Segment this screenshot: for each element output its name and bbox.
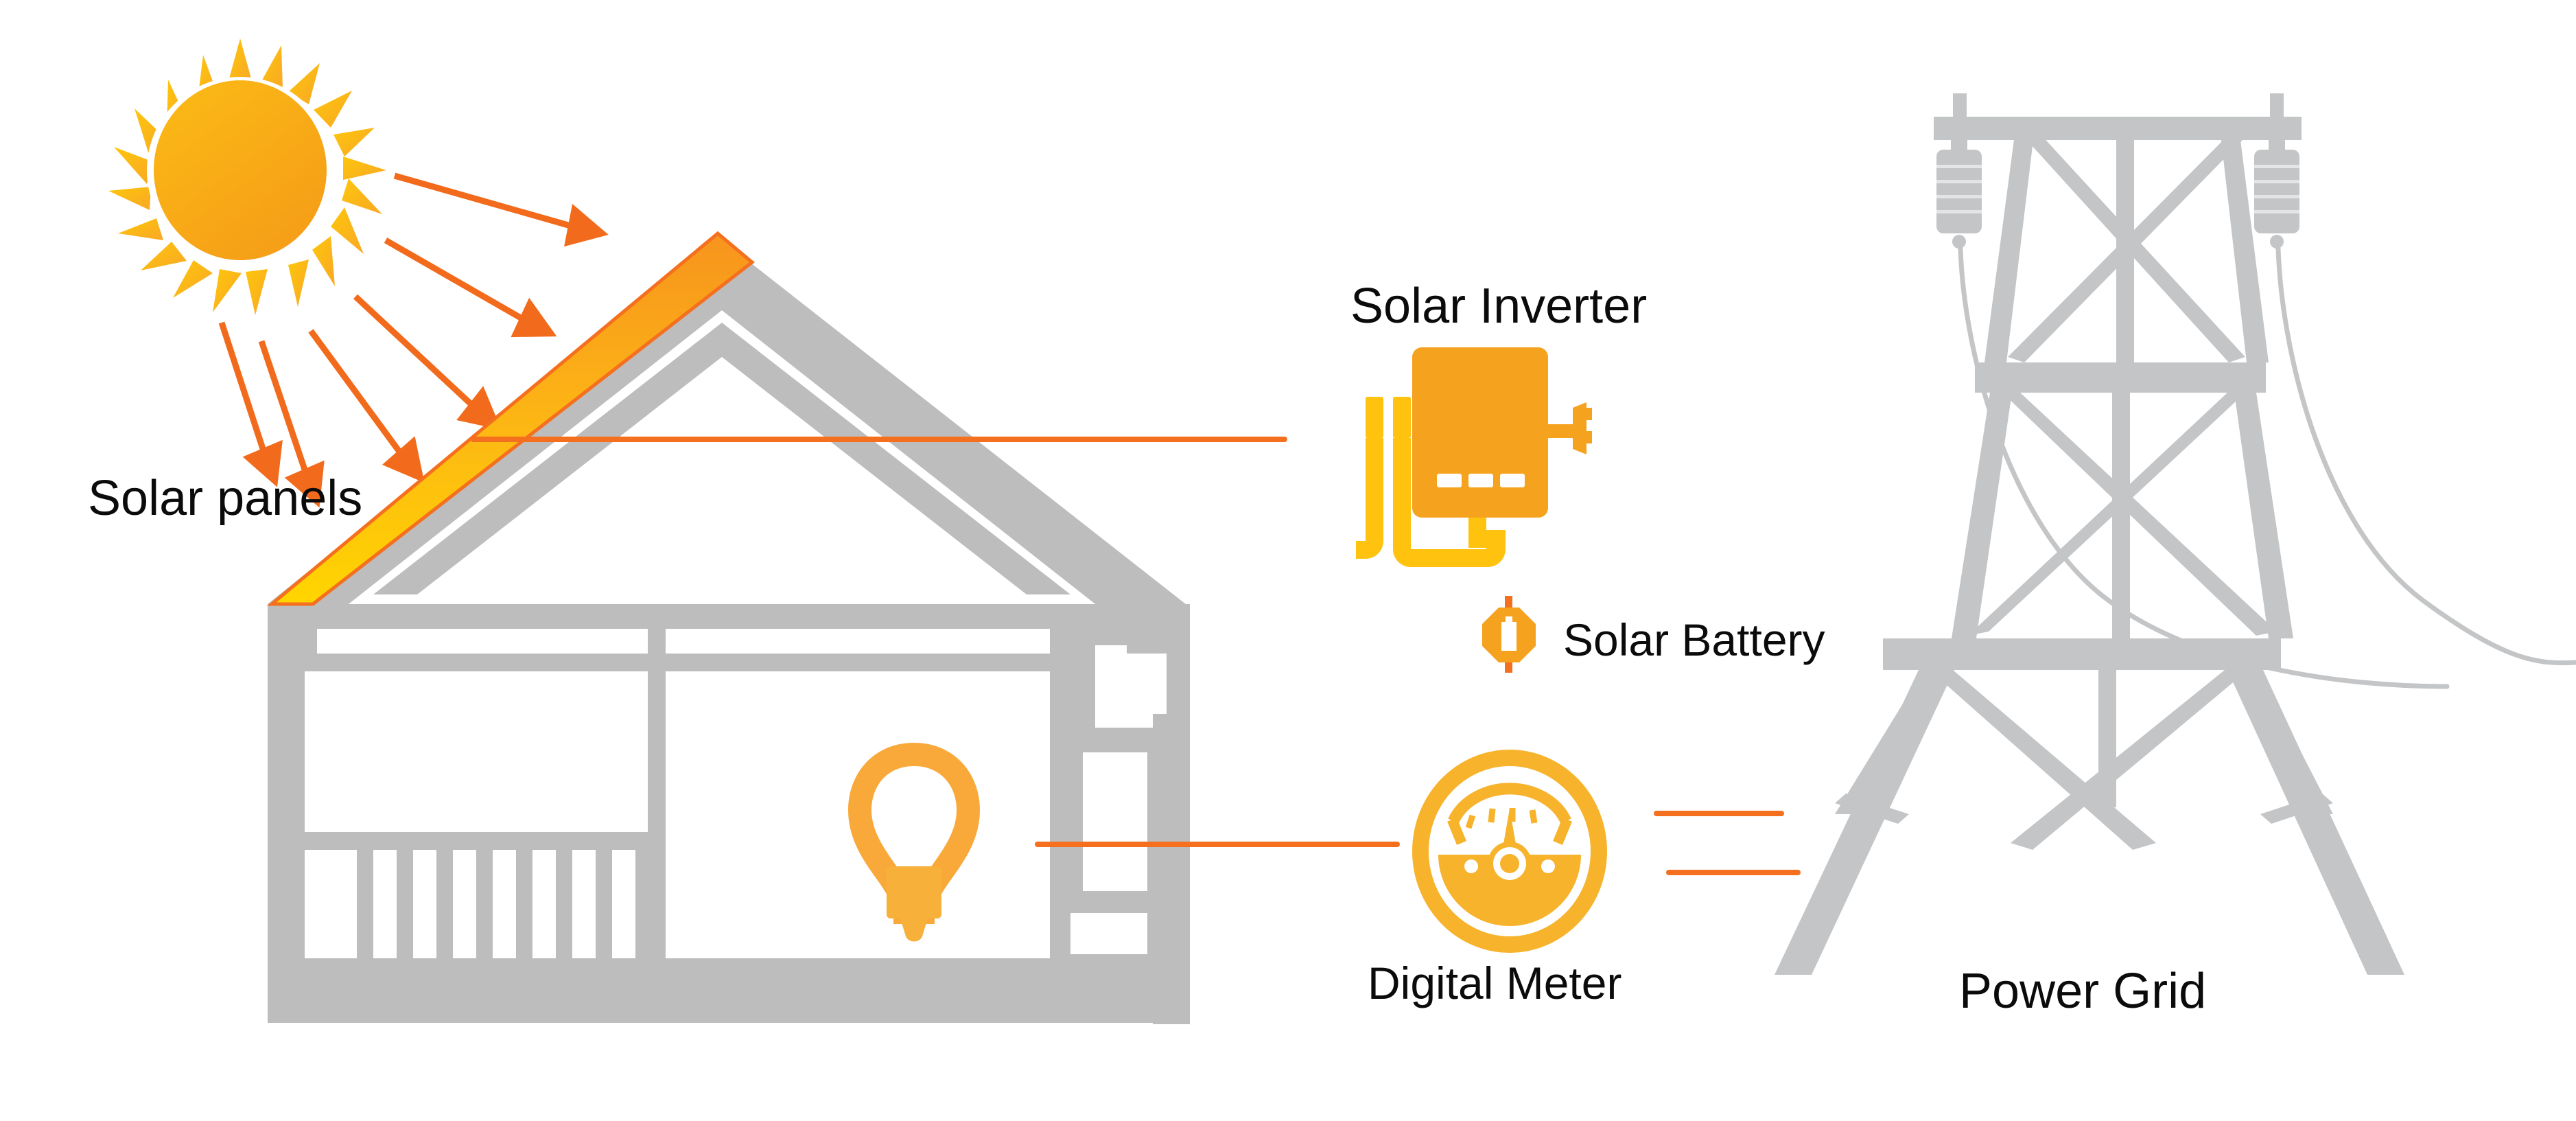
- transmission-tower: [1775, 93, 2404, 975]
- insulator-left: [1936, 124, 1982, 249]
- digital-meter-icon[interactable]: [1412, 750, 1607, 953]
- tower-foot-brace-right: [2252, 689, 2333, 814]
- solar-panel-surface[interactable]: [267, 231, 755, 606]
- power-lines: [1958, 246, 2576, 689]
- inverter-ac-cable: [1453, 518, 1506, 567]
- label-solar-inverter: Solar Inverter: [1350, 279, 1647, 334]
- tower-leg-upper-left: [1984, 135, 2034, 362]
- inverter-body[interactable]: [1412, 347, 1548, 518]
- meter-dot-left: [1464, 859, 1478, 873]
- tower-brace-mid-b: [1968, 393, 2245, 636]
- tower-leg-base-right: [2227, 670, 2404, 975]
- bulb-tip: [900, 918, 928, 942]
- tower-foot-tie-left: [1835, 794, 1909, 824]
- bulb-base: [887, 866, 941, 918]
- porch-balusters: [357, 847, 652, 969]
- house-outline: [268, 240, 1190, 1024]
- tower-center-post-mid: [2112, 393, 2130, 640]
- solar-inverter-icon[interactable]: [1356, 347, 1592, 567]
- light-bulb-icon: [848, 743, 980, 942]
- tower-brace-upper-b: [2008, 135, 2245, 362]
- tower-foot-tie-right: [2260, 794, 2333, 824]
- power-line-lower: [2275, 246, 2576, 666]
- tower-leg-mid-right: [2234, 393, 2293, 638]
- power-line-upper: [1958, 246, 2450, 689]
- meter-arc-legs: [1447, 818, 1572, 845]
- tower-leg-upper-right: [2221, 135, 2269, 362]
- tower-brace-lower-a: [1930, 670, 2156, 850]
- porch-right-post: [1050, 604, 1068, 987]
- solar-panel-array[interactable]: [267, 231, 755, 606]
- porch-transom-divider: [305, 654, 1068, 671]
- solar-battery-icon[interactable]: [1482, 596, 1536, 673]
- meter-needle-hub-core: [1500, 854, 1519, 873]
- inverter-dc-cables: [1356, 397, 1453, 567]
- tower-brace-lower-b: [2011, 670, 2248, 850]
- battery-cell-cutout: [1501, 616, 1517, 651]
- porch-header-beam: [305, 604, 1068, 629]
- house-skirt-divider: [618, 958, 633, 987]
- label-digital-meter: Digital Meter: [1368, 958, 1621, 1008]
- house-wall-left: [268, 604, 305, 1023]
- insulator-right: [2254, 124, 2299, 249]
- tower-cap-right: [2270, 93, 2284, 124]
- inverter-connector: [1548, 402, 1592, 454]
- roof-inner: [373, 323, 1070, 594]
- house-base: [268, 986, 1190, 1023]
- porch-rail-top: [305, 832, 666, 847]
- tower-foot-brace-left: [1835, 689, 1928, 814]
- tower-belt-mid: [1975, 362, 2266, 393]
- meter-outer-ring[interactable]: [1412, 750, 1607, 953]
- bulb-glass: [848, 743, 980, 924]
- tower-brace-mid-a: [2002, 393, 2277, 636]
- sun-ray-arrow-6: [218, 321, 283, 487]
- sun-ray-arrow-1: [393, 172, 609, 247]
- house-right-wall-edge: [1153, 714, 1190, 1024]
- label-solar-battery: Solar Battery: [1563, 614, 1825, 665]
- tower-leg-base-left: [1775, 670, 1954, 975]
- sun-ray-arrow-4: [308, 329, 425, 483]
- tower-cap-left: [1953, 93, 1967, 124]
- sun-ray-arrow-5: [258, 340, 325, 508]
- sun-icon: [108, 38, 386, 315]
- battery-terminal-top: [1505, 596, 1512, 615]
- inverter-vent-slots: [1437, 474, 1525, 487]
- house-skirt-band: [305, 958, 1053, 973]
- label-solar-panels: Solar panels: [88, 471, 362, 526]
- tower-leg-mid-left: [1952, 393, 2012, 638]
- sun-ray-arrow-2: [384, 238, 557, 338]
- meter-dot-right: [1541, 859, 1555, 873]
- meter-scale-ticks: [1465, 808, 1538, 829]
- label-power-grid: Power Grid: [1959, 964, 2206, 1019]
- battery-terminal-bottom: [1505, 654, 1512, 673]
- sun-core: [154, 80, 327, 260]
- sun-ray-arrows: [218, 172, 609, 508]
- sun-ray-arrow-3: [353, 294, 502, 430]
- meter-gauge-arc: [1448, 783, 1571, 824]
